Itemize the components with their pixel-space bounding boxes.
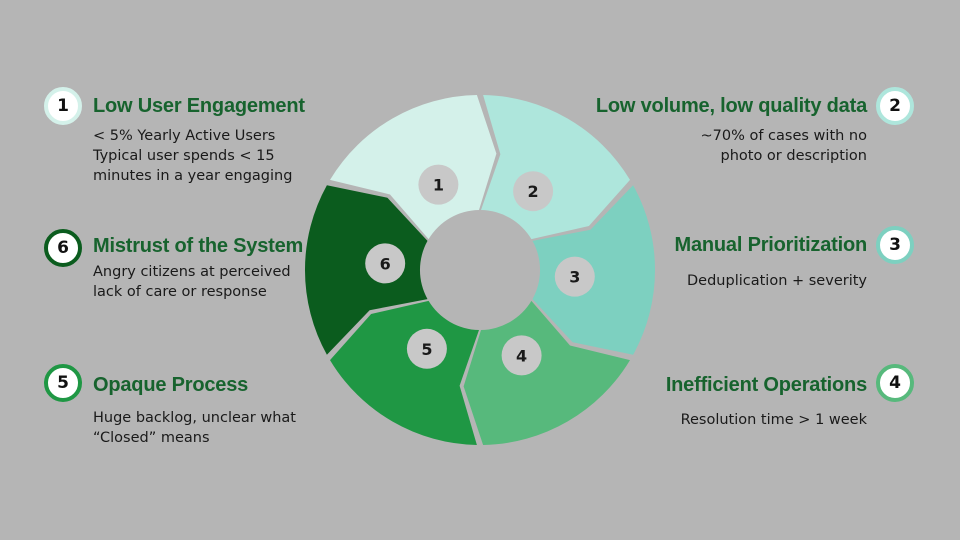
cycle-segment-1 xyxy=(330,95,497,240)
cycle-segment-2-badge xyxy=(513,171,554,212)
item-3-title: Manual Prioritization xyxy=(674,234,868,256)
item-6-number-badge: 6 xyxy=(44,229,82,267)
cycle-segment-4 xyxy=(463,300,630,445)
item-4-description: Resolution time > 1 week xyxy=(680,412,867,428)
item-5-number-badge: 5 xyxy=(44,364,82,402)
cycle-segment-4-number: 4 xyxy=(516,346,527,365)
item-5-description: Huge backlog, unclear what “Closed” mean… xyxy=(93,410,296,446)
cycle-segment-6-number: 6 xyxy=(380,254,391,273)
cycle-segment-5-number: 5 xyxy=(421,340,432,359)
item-6-title: Mistrust of the System xyxy=(93,235,304,257)
item-2-title: Low volume, low quality data xyxy=(595,95,867,117)
cycle-segment-3-number: 3 xyxy=(569,268,580,287)
item-1-description: < 5% Yearly Active Users Typical user sp… xyxy=(93,128,293,184)
cycle-segment-2-number: 2 xyxy=(528,182,539,201)
item-1-number-badge: 1 xyxy=(44,87,82,125)
item-2-description: ~70% of cases with no photo or descripti… xyxy=(700,128,867,164)
item-1-title: Low User Engagement xyxy=(93,95,305,117)
cycle-segment-1-number: 1 xyxy=(433,176,444,195)
item-3-description: Deduplication + severity xyxy=(687,273,867,289)
item-5-title: Opaque Process xyxy=(93,374,249,396)
cycle-segment-3 xyxy=(532,185,656,355)
cycle-segment-6-badge xyxy=(365,243,406,284)
item-4-title: Inefficient Operations xyxy=(665,374,867,396)
item-4-number-badge: 4 xyxy=(876,364,914,402)
cycle-segment-5-badge xyxy=(406,328,447,369)
cycle-segment-1-badge xyxy=(418,164,459,205)
item-6-description: Angry citizens at perceived lack of care… xyxy=(93,264,291,300)
item-3-number-badge: 3 xyxy=(876,226,914,264)
cycle-segment-4-badge xyxy=(501,335,542,376)
cycle-segment-6 xyxy=(304,185,428,355)
item-2-number-badge: 2 xyxy=(876,87,914,125)
cycle-segment-3-badge xyxy=(554,256,595,297)
